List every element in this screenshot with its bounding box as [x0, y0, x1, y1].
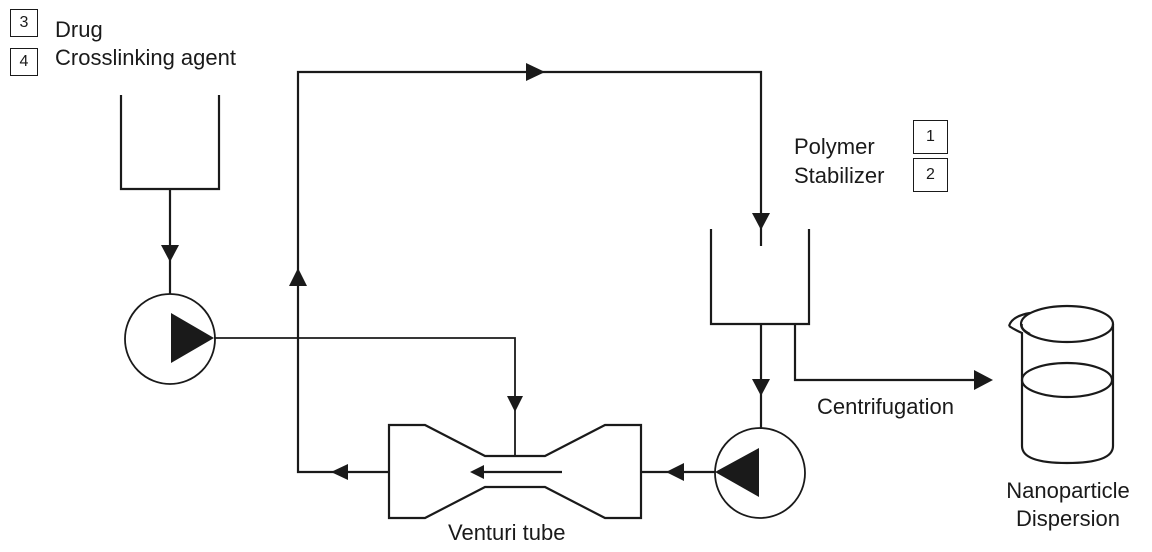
arrow-left-icon	[331, 464, 348, 480]
arrow-down-icon	[752, 379, 770, 396]
pump-1-arrow-icon	[171, 313, 214, 363]
pump-2-arrow-icon	[715, 448, 759, 497]
legend-badge-2: 2	[913, 158, 948, 192]
arrow-down-icon	[752, 213, 770, 230]
beaker-icon	[1007, 304, 1115, 465]
arrow-left-icon	[666, 463, 684, 481]
arrow-down-icon	[507, 396, 523, 412]
legend-label-stabilizer: Stabilizer	[794, 163, 885, 188]
legend-badge-4: 4	[10, 48, 38, 76]
legend-label-crosslinking-agent: Crosslinking agent	[55, 45, 236, 70]
pump-to-venturi-line	[214, 337, 516, 456]
arrow-down-icon	[161, 245, 179, 262]
product-label-line1: Nanoparticle	[1006, 478, 1130, 503]
venturi-tube-label: Venturi tube	[448, 520, 566, 545]
arrow-right-icon	[526, 63, 545, 81]
drug-tank	[119, 95, 221, 191]
centrifugation-label: Centrifugation	[817, 394, 954, 419]
legend-label-drug: Drug	[55, 17, 103, 42]
legend-badge-1: 1	[913, 120, 948, 154]
legend-badge-3: 3	[10, 9, 38, 37]
product-label-line2: Dispersion	[1016, 506, 1120, 531]
pump-1	[124, 293, 216, 385]
centrifugation-line	[793, 324, 978, 382]
arrow-up-icon	[289, 268, 307, 286]
arrow-right-icon	[974, 370, 993, 390]
legend-label-polymer: Polymer	[794, 134, 875, 159]
recirculation-line	[296, 70, 763, 474]
venturi-tube-top	[387, 423, 643, 520]
venturi-flow-arrow-icon	[470, 465, 484, 479]
